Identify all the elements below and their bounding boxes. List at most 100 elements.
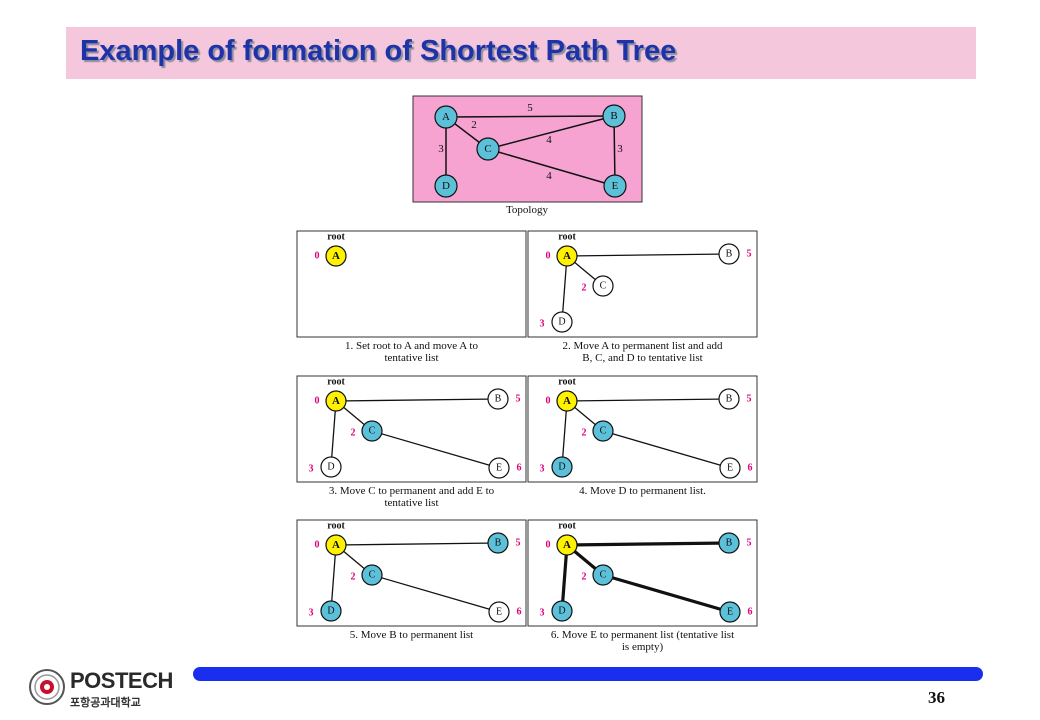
distance-label-E: 6 [517,607,522,618]
node-C [361,564,383,586]
tree-edge-A-B [335,542,499,546]
distance-label-B: 5 [747,394,752,405]
node-label-B: B [726,394,733,405]
topology-node-label-E: E [612,180,619,192]
node-A [325,390,347,412]
distance-label-B: 5 [516,394,521,405]
node-label-C: C [600,570,607,581]
topology-edge-A-B [445,115,615,118]
postech-logo: POSTECH 포항공과대학교 [28,666,178,710]
tree-edge-A-D [561,400,568,468]
node-A [556,245,578,267]
topology-edge-C-B [487,115,615,150]
topology-weight-A-B: 5 [527,102,533,114]
distance-label-E: 6 [748,607,753,618]
node-label-D: D [327,606,334,617]
distance-label-C: 2 [351,572,356,583]
topology-weight-A-D: 3 [438,143,444,155]
distance-label-C: 2 [582,428,587,439]
topology-weight-C-E: 4 [546,170,552,182]
node-label-E: E [727,607,733,618]
tree-edge-A-D [330,400,337,468]
node-label-B: B [726,538,733,549]
node-D [551,600,573,622]
tree-edge-A-B [566,253,730,257]
tree-edge-A-D [560,544,569,612]
node-label-E: E [496,463,502,474]
tree-edge-A-B [335,398,499,402]
node-label-C: C [369,570,376,581]
distance-label-A: 0 [315,251,320,262]
topology-node-B [602,104,626,128]
node-label-D: D [327,462,334,473]
distance-label-B: 5 [747,249,752,260]
node-label-A: A [332,395,340,407]
step-caption-line: 4. Move D to permanent list. [579,485,706,497]
logo-name: POSTECH [70,668,173,693]
node-B [718,388,740,410]
topology-node-label-A: A [442,111,450,123]
distance-label-C: 2 [582,283,587,294]
node-B [718,243,740,265]
distance-label-E: 6 [517,463,522,474]
distance-label-B: 5 [747,538,752,549]
node-label-B: B [495,394,502,405]
root-label: root [558,232,576,243]
topology-weight-B-E: 3 [617,143,623,155]
university-seal-icon [29,669,65,705]
tree-edge-C-E [602,430,731,469]
distance-label-C: 2 [582,572,587,583]
root-label: root [558,521,576,532]
root-label: root [327,521,345,532]
node-A [325,245,347,267]
topology-node-D [434,174,458,198]
topology-weight-C-B: 4 [546,134,552,146]
node-label-E: E [727,463,733,474]
step-caption-line: B, C, and D to tentative list [582,352,702,364]
tree-edge-C-E [371,430,500,469]
topology-node-A [434,105,458,129]
distance-label-A: 0 [315,396,320,407]
root-label: root [327,377,345,388]
node-label-D: D [558,606,565,617]
node-A [556,534,578,556]
step-caption-line: 6. Move E to permanent list (tentative l… [551,629,734,641]
node-C [592,275,614,297]
node-label-D: D [558,317,565,328]
title-bar: Example of formation of Shortest Path Tr… [66,27,976,79]
node-label-D: D [558,462,565,473]
node-label-A: A [332,250,340,262]
distance-label-C: 2 [351,428,356,439]
node-label-A: A [332,539,340,551]
distance-label-A: 0 [315,540,320,551]
node-label-A: A [563,539,571,551]
distance-label-A: 0 [546,396,551,407]
distance-label-A: 0 [546,540,551,551]
tree-edge-A-B [566,398,730,402]
distance-label-D: 3 [540,319,545,330]
slide-title: Example of formation of Shortest Path Tr… [80,35,677,67]
node-label-B: B [726,249,733,260]
node-B [718,532,740,554]
tree-edge-A-D [330,544,337,612]
node-E [719,457,741,479]
node-C [361,420,383,442]
footer-bar [193,667,983,681]
root-label: root [558,377,576,388]
node-label-C: C [600,281,607,292]
topology-node-label-D: D [442,180,450,192]
node-E [488,601,510,623]
distance-label-D: 3 [309,464,314,475]
tree-edge-A-D [561,255,568,323]
node-A [556,390,578,412]
distance-label-A: 0 [546,251,551,262]
node-label-C: C [369,426,376,437]
node-label-B: B [495,538,502,549]
